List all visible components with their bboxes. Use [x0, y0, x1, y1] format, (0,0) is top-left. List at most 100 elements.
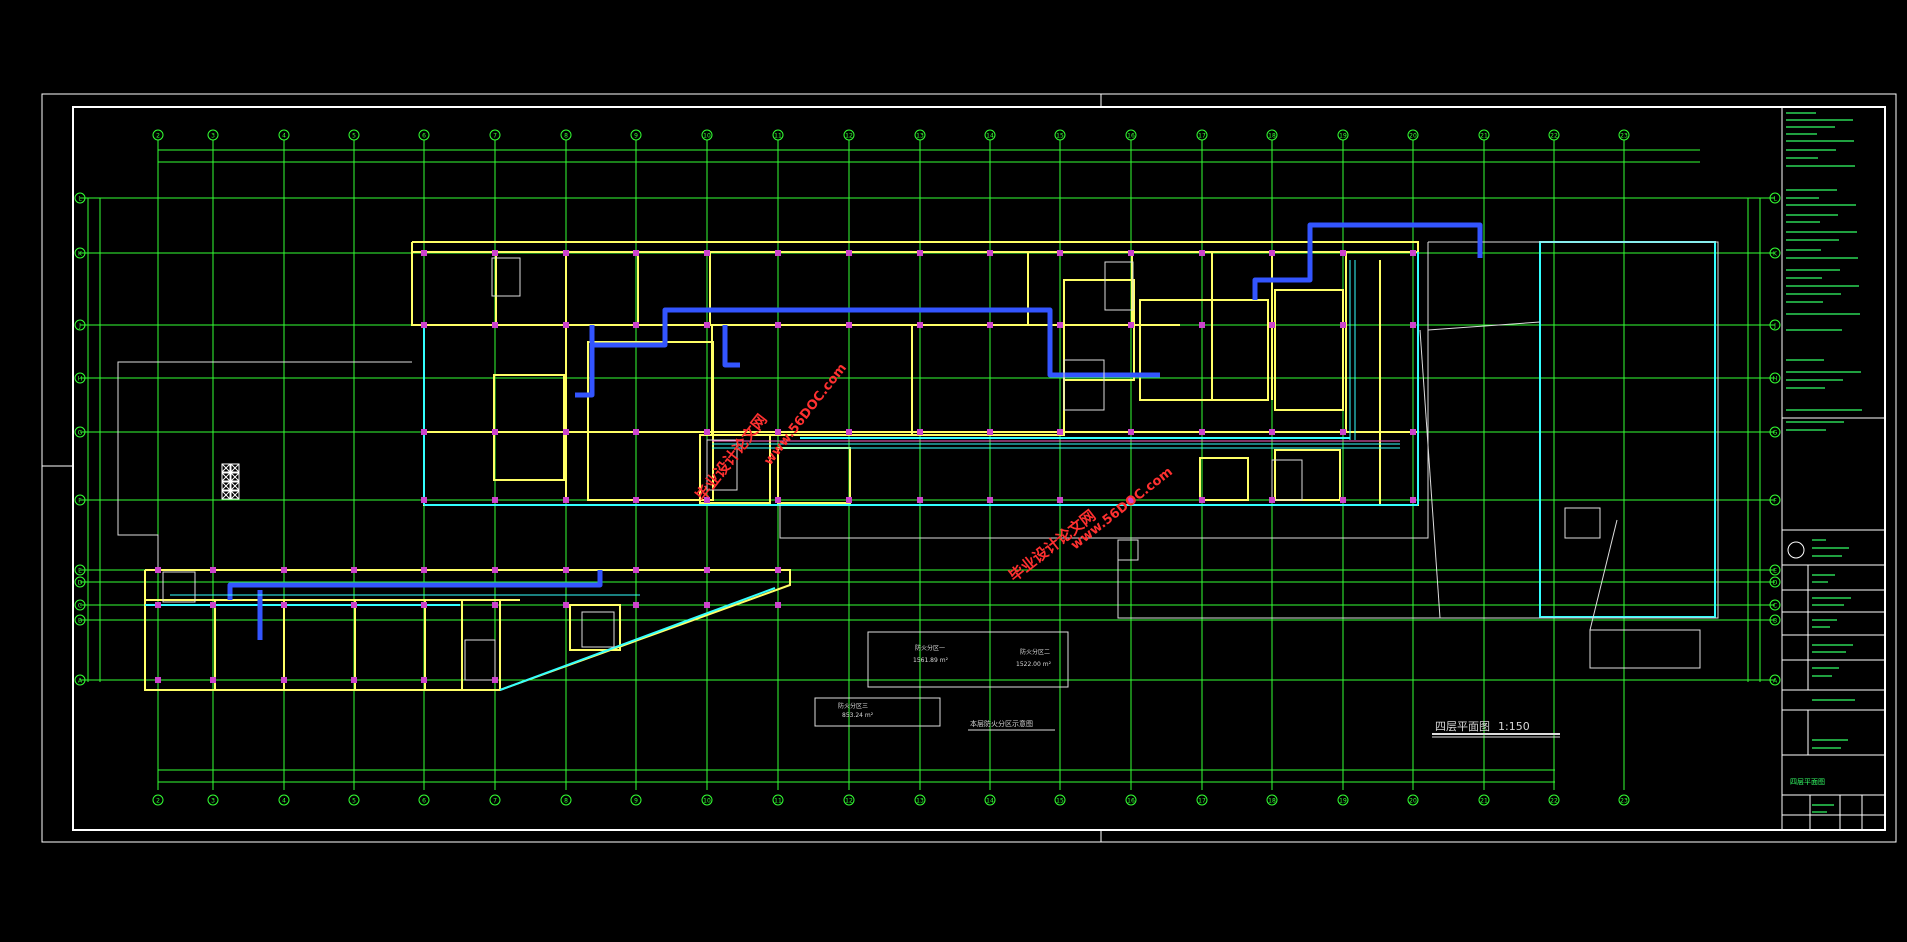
structural-column: [1057, 250, 1063, 256]
equipment-cell-cross: [221, 490, 231, 500]
grid-bubble-col: [1407, 794, 1419, 806]
grid-bubble-col: [701, 129, 713, 141]
structural-column: [281, 567, 287, 573]
grid-bubble-row: [1769, 247, 1781, 259]
grid-bubble-col: [772, 129, 784, 141]
grid-bubble-row: [1769, 564, 1781, 576]
structural-column: [1340, 429, 1346, 435]
structural-column: [492, 677, 498, 683]
structural-column: [1057, 322, 1063, 328]
structural-column: [563, 250, 569, 256]
equipment-cell-cross: [221, 472, 231, 482]
company-logo-icon: [1787, 541, 1805, 559]
structural-column: [155, 567, 161, 573]
grid-bubble-row: [1769, 494, 1781, 506]
grid-bubble-label: E: [78, 568, 82, 575]
grid-bubble-label: 15: [1056, 798, 1064, 805]
structural-column: [210, 567, 216, 573]
grid-bubble-label: F: [78, 498, 82, 505]
grid-bubble-label: 12: [845, 133, 853, 140]
structural-column: [155, 602, 161, 608]
grid-bubble-col: [1337, 794, 1349, 806]
grid-bubble-col: [278, 794, 290, 806]
structural-column: [421, 602, 427, 608]
equipment-cell: [230, 481, 240, 491]
equipment-cell: [230, 463, 240, 473]
grid-bubble-label: 10: [703, 798, 711, 805]
structural-column: [633, 429, 639, 435]
structural-column: [775, 567, 781, 573]
grid-bubble-row: [74, 494, 86, 506]
structural-column: [421, 677, 427, 683]
grid-bubble-col: [772, 794, 784, 806]
grid-bubble-col: [1407, 129, 1419, 141]
plan-title: 四层平面图: [1435, 720, 1490, 733]
equipment-cell: [230, 490, 240, 500]
grid-bubble-label: 17: [1198, 798, 1206, 805]
structural-column: [775, 322, 781, 328]
structural-column: [633, 250, 639, 256]
structural-column: [917, 250, 923, 256]
roof-outlines: [117, 241, 1719, 727]
grid-bubble-col: [630, 129, 642, 141]
service-lines: [170, 260, 1400, 596]
equipment-cell-cross: [230, 472, 240, 482]
grid-bubble-label: 6: [422, 798, 426, 805]
equipment-cell-cross: [221, 481, 231, 491]
grid-bubble-col: [630, 794, 642, 806]
grid-bubble-row: [1769, 674, 1781, 686]
grid-bubble-label: 21: [1480, 798, 1488, 805]
fire-zone-diagram: 本层防火分区示意图 防火分区一 1561.89 m² 防火分区二 1522.00…: [838, 644, 1055, 731]
structural-column: [1410, 497, 1416, 503]
title-block-drawing-name: 四层平面图: [1790, 778, 1825, 786]
structural-column: [281, 677, 287, 683]
structural-column: [1269, 250, 1275, 256]
structural-column: [421, 322, 427, 328]
grid-bubble-col: [1266, 794, 1278, 806]
grid-bubble-label: 5: [352, 798, 356, 805]
structural-column: [1199, 497, 1205, 503]
structural-column: [775, 602, 781, 608]
structural-column: [1340, 497, 1346, 503]
grid-bubble-label: A: [1773, 678, 1778, 685]
grid-bubble-label: 23: [1620, 798, 1628, 805]
structural-column: [563, 497, 569, 503]
grid-bubble-label: 11: [774, 133, 782, 140]
zone-3-area: 853.24 m²: [842, 712, 874, 719]
structural-column: [633, 602, 639, 608]
grid-bubble-col: [1478, 129, 1490, 141]
grid-bubble-label: 18: [1268, 133, 1276, 140]
grid-bubble-label: 18: [1268, 798, 1276, 805]
equipment-cell: [221, 472, 231, 482]
grid-bubble-col: [348, 794, 360, 806]
equipment-cell-cross: [230, 463, 240, 473]
structural-column: [846, 429, 852, 435]
structural-column: [421, 567, 427, 573]
structural-column: [210, 677, 216, 683]
equipment-cell-cross: [221, 463, 231, 473]
grid-bubble-col: [489, 129, 501, 141]
zone-3-label: 防火分区三: [838, 702, 868, 710]
structural-column: [492, 567, 498, 573]
grid-bubble-col: [1548, 794, 1560, 806]
grid-bubble-col: [1266, 129, 1278, 141]
grid-bubble-label: J: [1773, 323, 1776, 330]
grid-bubble-label: 9: [634, 798, 638, 805]
structural-column: [846, 250, 852, 256]
grid-bubble-label: 8: [564, 133, 568, 140]
stair-symbols: [162, 257, 1601, 681]
structural-column: [775, 429, 781, 435]
grid-bubble-label: 7: [493, 798, 497, 805]
structural-column: [987, 250, 993, 256]
grid-bubble-label: H: [78, 376, 83, 383]
title-block-notes: [1786, 112, 1862, 813]
grid-bubble-label: 13: [916, 133, 924, 140]
grid-bubble-row: [1769, 319, 1781, 331]
structural-column: [704, 567, 710, 573]
dimension-lines: [87, 149, 1761, 783]
grid-bubble-label: 7: [493, 133, 497, 140]
grid-bubble-label: 17: [1198, 133, 1206, 140]
structural-column: [1128, 250, 1134, 256]
grid-bubble-row: [74, 372, 86, 384]
zone-2-label: 防火分区二: [1020, 648, 1050, 656]
